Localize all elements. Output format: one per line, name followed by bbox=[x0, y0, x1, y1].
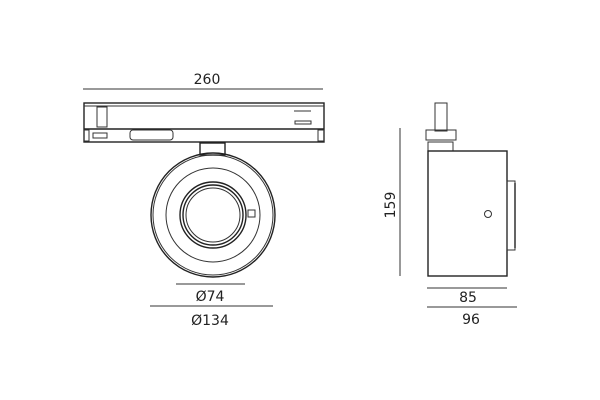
total-depth-label: 96 bbox=[462, 312, 480, 328]
side-view: 159 85 96 bbox=[383, 102, 517, 328]
outer-diameter-label: Ø134 bbox=[191, 313, 229, 329]
adjust-screw bbox=[247, 209, 256, 218]
lens-ring bbox=[506, 180, 516, 251]
depth-label: 85 bbox=[459, 290, 477, 306]
width-label: 260 bbox=[194, 72, 221, 88]
spotlight-head-front bbox=[150, 152, 276, 278]
inner-diameter-label: Ø74 bbox=[196, 289, 225, 305]
connector bbox=[425, 102, 457, 152]
front-view: 260 Ø74 Ø134 bbox=[83, 72, 325, 329]
height-label: 159 bbox=[383, 192, 399, 219]
pivot-hole bbox=[484, 210, 492, 218]
track-adapter-rail bbox=[83, 102, 325, 143]
spotlight-body-side bbox=[427, 150, 508, 277]
